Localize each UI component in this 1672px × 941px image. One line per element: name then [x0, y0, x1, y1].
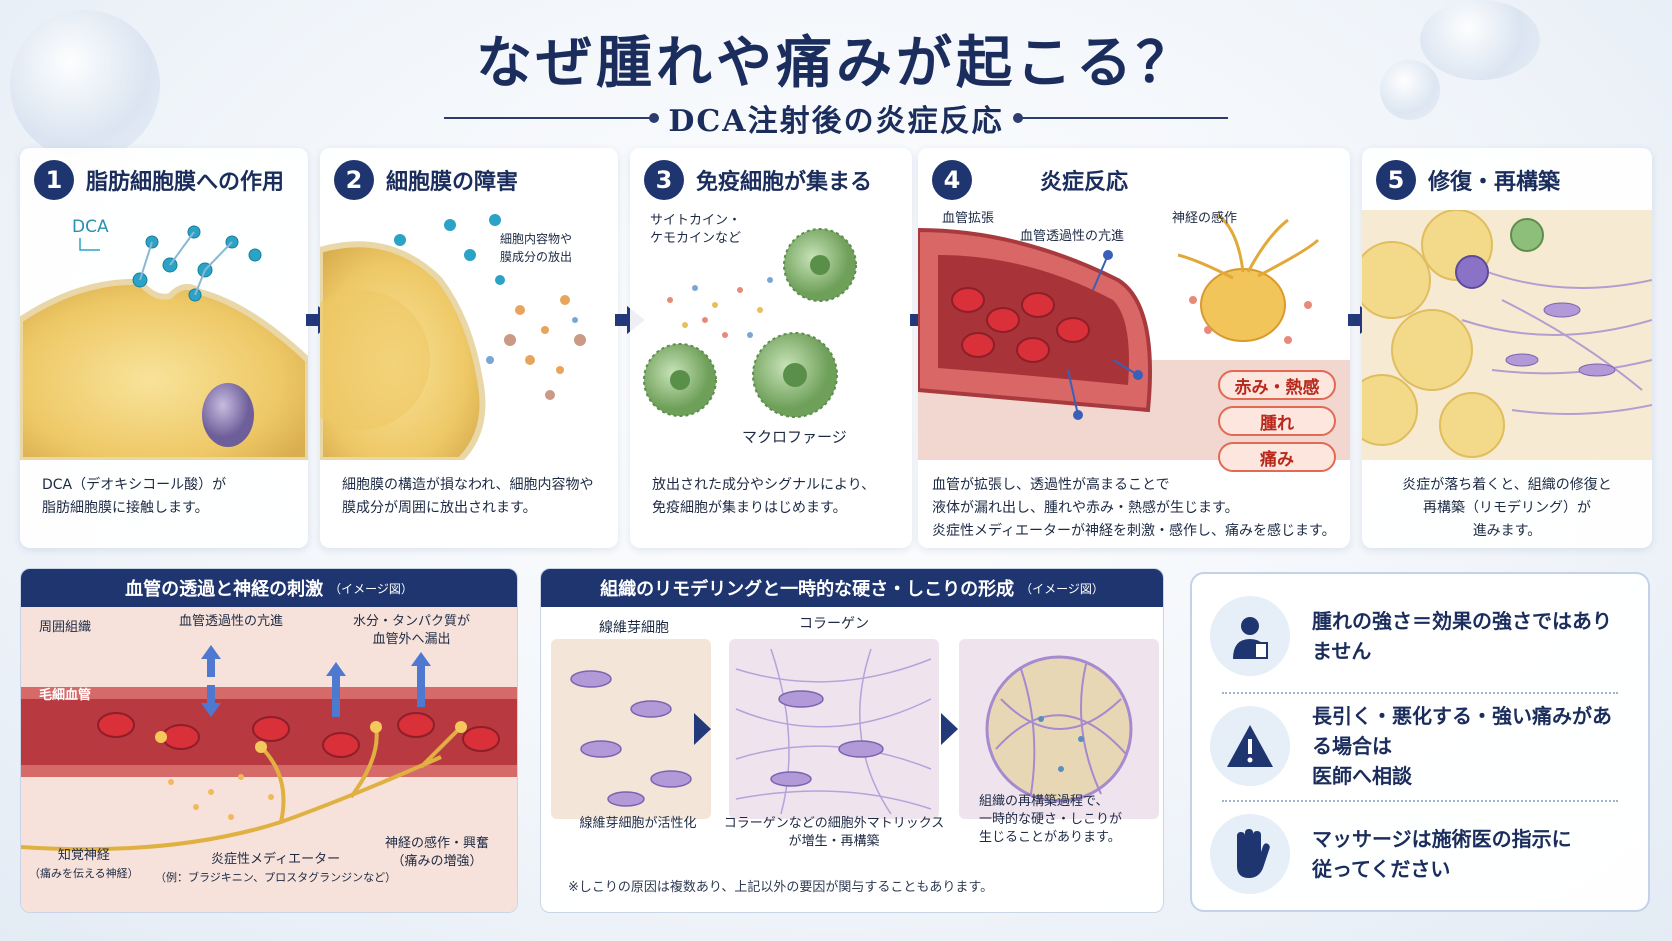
info-text: 長引く・悪化する・強い痛みがある場合は 医師へ相談: [1312, 704, 1612, 788]
info-text: 腫れの強さ＝効果の強さではありません: [1312, 609, 1612, 663]
damaged-cell-illustration: 細胞内容物や 膜成分の放出: [320, 210, 618, 463]
capillary-label: 毛細血管: [39, 688, 92, 703]
sensitization-title: 神経の感作・興奮: [385, 836, 490, 851]
step-title: 脂肪細胞膜への作用: [86, 170, 285, 195]
vessel-illustration: [21, 607, 517, 912]
vessel-nerve-panel: 血管の透過と神経の刺激 （イメージ図） 周囲組織 血管透過性の亢進 水分・タンパ…: [20, 568, 518, 913]
page-title: なぜ腫れや痛みが起こる？: [476, 30, 1196, 96]
doctor-icon: [1210, 596, 1290, 676]
cytokine-label: サイトカイン・ ケモカインなど: [650, 213, 742, 246]
subtitle: DCA注射後の炎症反応: [668, 104, 1004, 139]
step-title: 細胞膜の障害: [386, 170, 519, 195]
sensory-nerve-label: 知覚神経 （痛みを伝える神経）: [29, 847, 139, 883]
warning-icon: [1210, 706, 1290, 786]
step-number: 4: [932, 160, 972, 200]
step-number: 1: [34, 160, 74, 200]
caution-info-box: 腫れの強さ＝効果の強さではありません 長引く・悪化する・強い痛みがある場合は 医…: [1190, 572, 1650, 912]
step-description: 細胞膜の構造が損なわれ、細胞内容物や 膜成分が周囲に放出されます。: [342, 477, 594, 516]
step-number: 3: [644, 160, 684, 200]
mediator-title: 炎症性メディエーター: [211, 852, 341, 867]
step-description: 炎症が落ち着くと、組織の修復と 再構築（リモデリング）が 進みます。: [1402, 477, 1612, 539]
info-text: マッサージは施術医の指示に 従ってください: [1312, 827, 1572, 881]
fibroblast-label: 線維芽細胞: [599, 620, 669, 636]
sensitization-label: 神経の感作・興奮 （痛みの増強）: [385, 835, 489, 871]
footnote: ※しこりの原因は複数あり、上記以外の要因が関与することもあります。: [568, 880, 994, 895]
caption-fibroblast: 線維芽細胞が活性化: [579, 816, 697, 831]
info-item: 長引く・悪化する・強い痛みがある場合は 医師へ相談: [1210, 698, 1630, 794]
pain-callout: 痛み: [1218, 442, 1336, 472]
caption-stiffness: 組織の再構築過程で、 一時的な硬さ・しこりが 生じることがあります。: [979, 794, 1123, 845]
repair-illustration: [1362, 209, 1652, 460]
surrounding-tissue-label: 周囲組織: [39, 620, 92, 635]
step-description: DCA（デオキシコール酸）が 脂肪細胞膜に接触します。: [42, 477, 227, 516]
step-title: 炎症反応: [1040, 170, 1129, 195]
panel-header: 組織のリモデリングと一時的な硬さ・しこりの形成 （イメージ図）: [541, 569, 1163, 607]
permeability-label: 血管透過性の亢進: [1020, 229, 1125, 244]
mediator-note: （例：ブラジキニン、プロスタグランジンなど）: [155, 871, 397, 884]
hand-stop-icon: [1210, 814, 1290, 894]
background-cell: [10, 10, 160, 160]
subtitle-divider-left: [444, 113, 660, 123]
step-number: 2: [334, 160, 374, 200]
divider: [1222, 692, 1618, 694]
info-item: マッサージは施術医の指示に 従ってください: [1210, 806, 1630, 902]
nerve-sensitization-label: 神経の感作: [1172, 211, 1238, 226]
divider: [1222, 800, 1618, 802]
step-1-card: 1 脂肪細胞膜への作用 DCA DCA（デオキシコール酸）が 脂肪細胞膜に接触し…: [20, 148, 308, 548]
background-cell: [1380, 60, 1440, 120]
step-2-card: 2 細胞膜の障害 細胞内容物や 膜成分の放出 細胞膜の構造が損なわれ、細胞内容物…: [320, 148, 618, 548]
info-item: 腫れの強さ＝効果の強さではありません: [1210, 588, 1630, 684]
caption-collagen: コラーゲンなどの細胞外マトリックス が増生・再構築: [723, 816, 945, 849]
dca-label: DCA: [72, 217, 109, 237]
step-number: 5: [1376, 160, 1416, 200]
mediator-label: 炎症性メディエーター （例：ブラジキニン、プロスタグランジンなど）: [155, 851, 396, 887]
panel-title: 組織のリモデリングと一時的な硬さ・しこりの形成: [600, 579, 1015, 600]
step-description: 放出された成分やシグナルにより、 免疫細胞が集まりはじめます。: [652, 477, 876, 516]
inflammation-illustration: 血管拡張 血管透過性の亢進 神経の感作 赤み・熱感 腫れ 痛み: [918, 210, 1350, 472]
permeability-label: 血管透過性の亢進: [179, 614, 284, 629]
panel-header: 血管の透過と神経の刺激 （イメージ図）: [21, 569, 517, 607]
immune-cells-illustration: サイトカイン・ ケモカインなど マクロファージ: [630, 210, 912, 460]
collagen-label: コラーゲン: [799, 616, 869, 632]
subtitle-divider-right: [1012, 113, 1228, 123]
step-title: 修復・再構築: [1428, 170, 1561, 195]
release-label: 細胞内容物や 膜成分の放出: [500, 232, 573, 264]
step-4-card: 4 炎症反応 血管拡張 血管透過性の亢進 神経の感作 赤み・熱感 腫れ 痛み 血…: [918, 148, 1350, 548]
panel-title-note: （イメージ図）: [1020, 581, 1104, 596]
fat-cell-illustration: DCA: [20, 210, 308, 463]
remodeling-panel: 組織のリモデリングと一時的な硬さ・しこりの形成 （イメージ図） 線維芽細胞 コラ…: [540, 568, 1164, 913]
panel-title: 血管の透過と神経の刺激: [125, 579, 324, 600]
sensory-nerve-note: （痛みを伝える神経）: [29, 867, 139, 880]
sensory-nerve-title: 知覚神経: [57, 848, 110, 863]
step-5-card: 5 修復・再構築 炎症が落ち着くと、組織の修復と 再構築（リモデリング）が 進み…: [1362, 148, 1652, 548]
sensitization-note: （痛みの増強）: [391, 854, 483, 869]
macrophage-label: マクロファージ: [742, 428, 847, 446]
step-title: 免疫細胞が集まる: [696, 170, 873, 195]
step-description: 血管が拡張し、透過性が高まることで 液体が漏れ出し、腫れや赤み・熱感が生じます。…: [932, 477, 1336, 539]
remodeling-illustration: [551, 639, 1159, 819]
leak-label: 水分・タンパク質が 血管外へ漏出: [353, 614, 471, 647]
redness-callout: 赤み・熱感: [1218, 370, 1336, 400]
background-cell: [1420, 0, 1540, 80]
swelling-callout: 腫れ: [1218, 406, 1336, 436]
panel-title-note: （イメージ図）: [329, 581, 413, 596]
vasodilation-label: 血管拡張: [942, 211, 995, 226]
subtitle-row: DCA注射後の炎症反応: [0, 98, 1672, 139]
step-3-card: 3 免疫細胞が集まる サイトカイン・ ケモカインなど マクロファージ 放出された…: [630, 148, 912, 548]
